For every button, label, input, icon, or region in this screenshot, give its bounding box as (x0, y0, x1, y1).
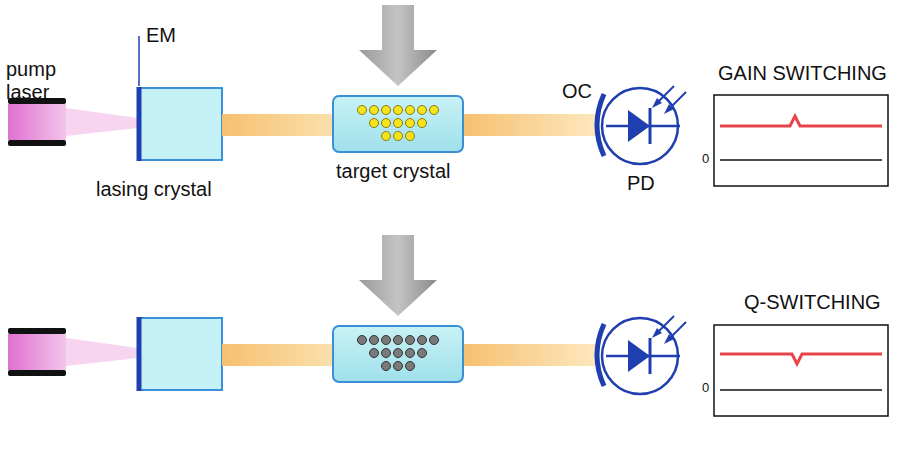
laser-name: pump laser (6, 58, 96, 104)
mirror-name: OC (562, 80, 592, 103)
crystal-name: lasing crystal (96, 178, 212, 201)
axis-zero: 0 (702, 381, 709, 396)
axis-zero: 0 (702, 152, 709, 167)
plot-title: GAIN SWITCHING (718, 62, 887, 85)
crystal-name: target crystal (336, 160, 450, 183)
plot-title: Q-SWITCHING (744, 291, 881, 314)
mirror-name: EM (146, 24, 176, 47)
detector-name: PD (627, 172, 655, 195)
